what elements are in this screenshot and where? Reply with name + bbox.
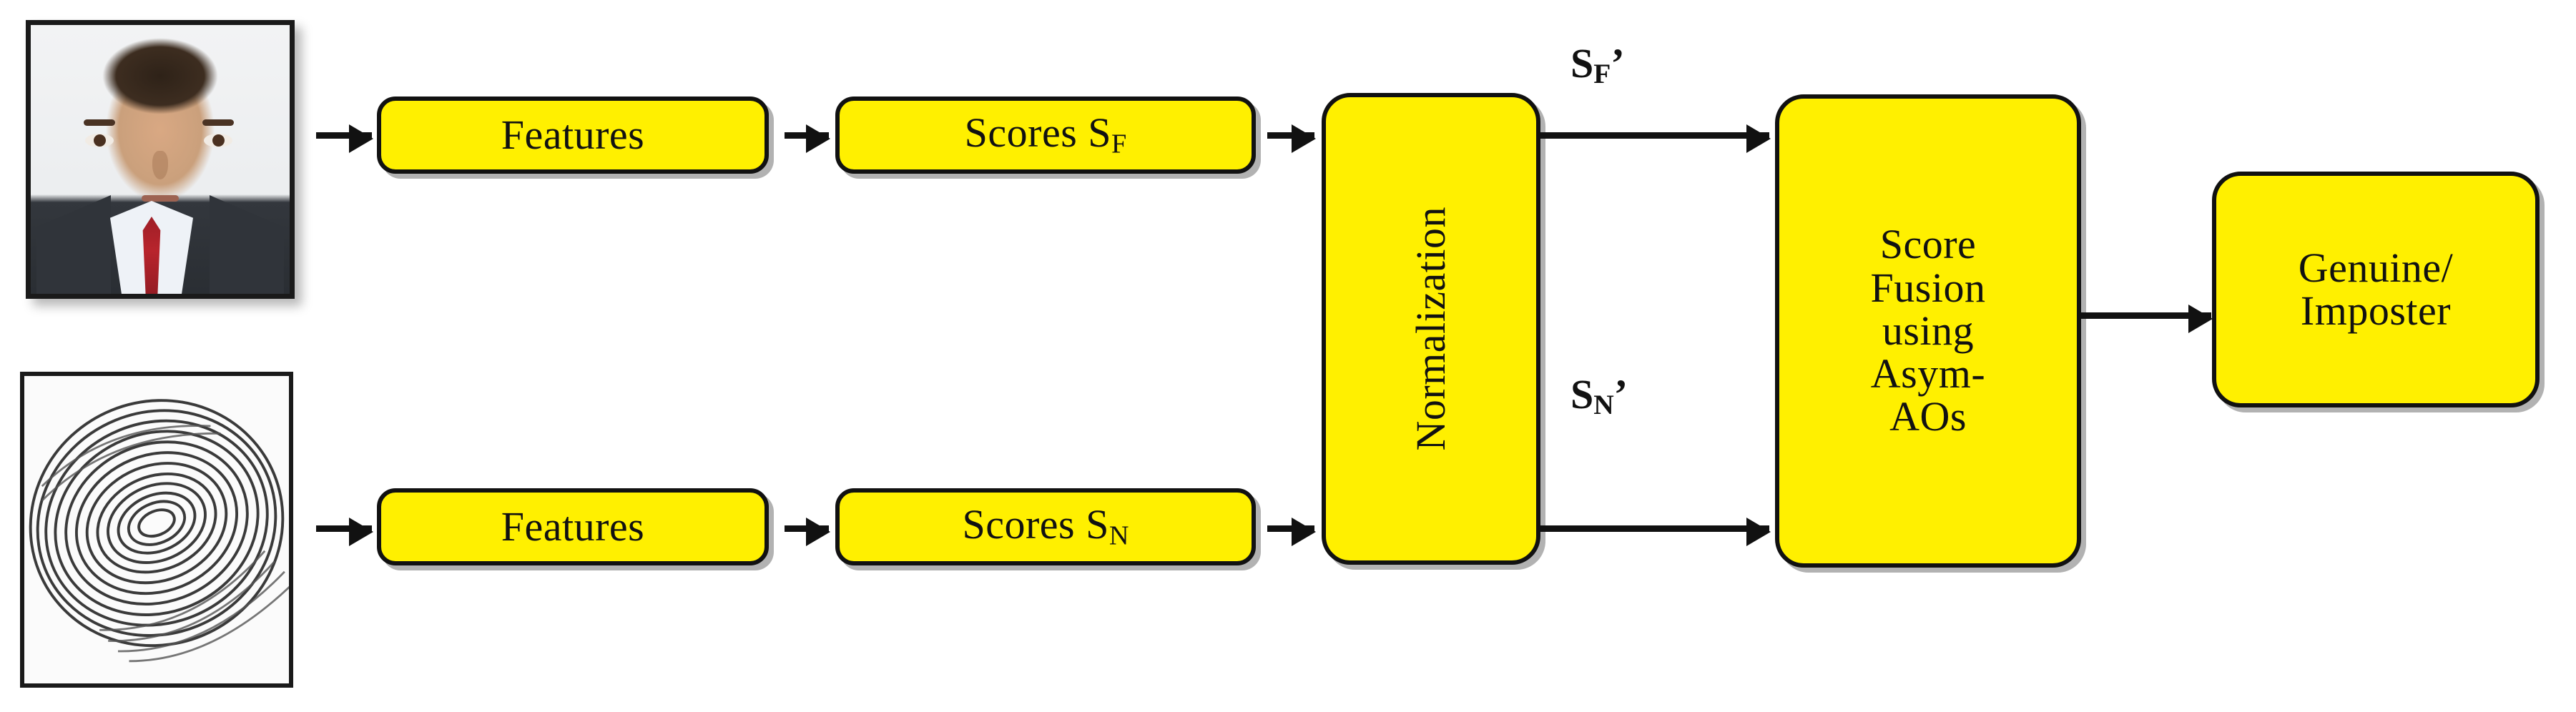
scores-face-box[interactable]: Scores SF xyxy=(835,97,1256,174)
arrow-normalization-to-fusion-bottom xyxy=(1539,518,1771,546)
arrow-face-to-features xyxy=(316,124,373,153)
arrow-fingerprint-to-features xyxy=(316,518,373,546)
arrow-normalization-to-fusion-top xyxy=(1539,124,1771,153)
edge-label-sn-prime: SN’ xyxy=(1570,371,1628,420)
features-box-face[interactable]: Features xyxy=(377,97,769,174)
normalization-box-label: Normalization xyxy=(1407,207,1454,451)
scores-fingerprint-box-label: Scores SN xyxy=(962,500,1129,551)
features-box-fingerprint-label: Features xyxy=(501,503,645,550)
score-fusion-box-label: Score Fusion using Asym- AOs xyxy=(1870,221,1986,440)
fingerprint-icon xyxy=(24,376,289,683)
scores-face-box-label: Scores SF xyxy=(964,109,1127,159)
scores-fingerprint-box[interactable]: Scores SN xyxy=(835,488,1256,565)
arrow-features-to-scores-finger xyxy=(785,518,830,546)
features-box-face-label: Features xyxy=(501,111,645,158)
scores-fingerprint-subscript: N xyxy=(1108,520,1129,551)
arrow-fusion-to-decision xyxy=(2080,305,2213,333)
normalization-box[interactable]: Normalization xyxy=(1322,93,1540,565)
arrow-scores-finger-to-normalization xyxy=(1267,518,1316,546)
face-sample-frame xyxy=(26,20,295,299)
face-photo-icon xyxy=(31,25,290,294)
edge-label-sf-prime: SF’ xyxy=(1570,40,1625,89)
score-fusion-box[interactable]: Score Fusion using Asym- AOs xyxy=(1775,94,2081,568)
scores-face-subscript: F xyxy=(1111,129,1127,159)
fingerprint-sample-frame xyxy=(20,372,293,688)
decision-box[interactable]: Genuine/ Imposter xyxy=(2212,172,2540,407)
decision-box-label: Genuine/ Imposter xyxy=(2298,244,2454,334)
arrow-features-to-scores-face xyxy=(785,124,830,153)
features-box-fingerprint[interactable]: Features xyxy=(377,488,769,565)
arrow-scores-face-to-normalization xyxy=(1267,124,1316,153)
